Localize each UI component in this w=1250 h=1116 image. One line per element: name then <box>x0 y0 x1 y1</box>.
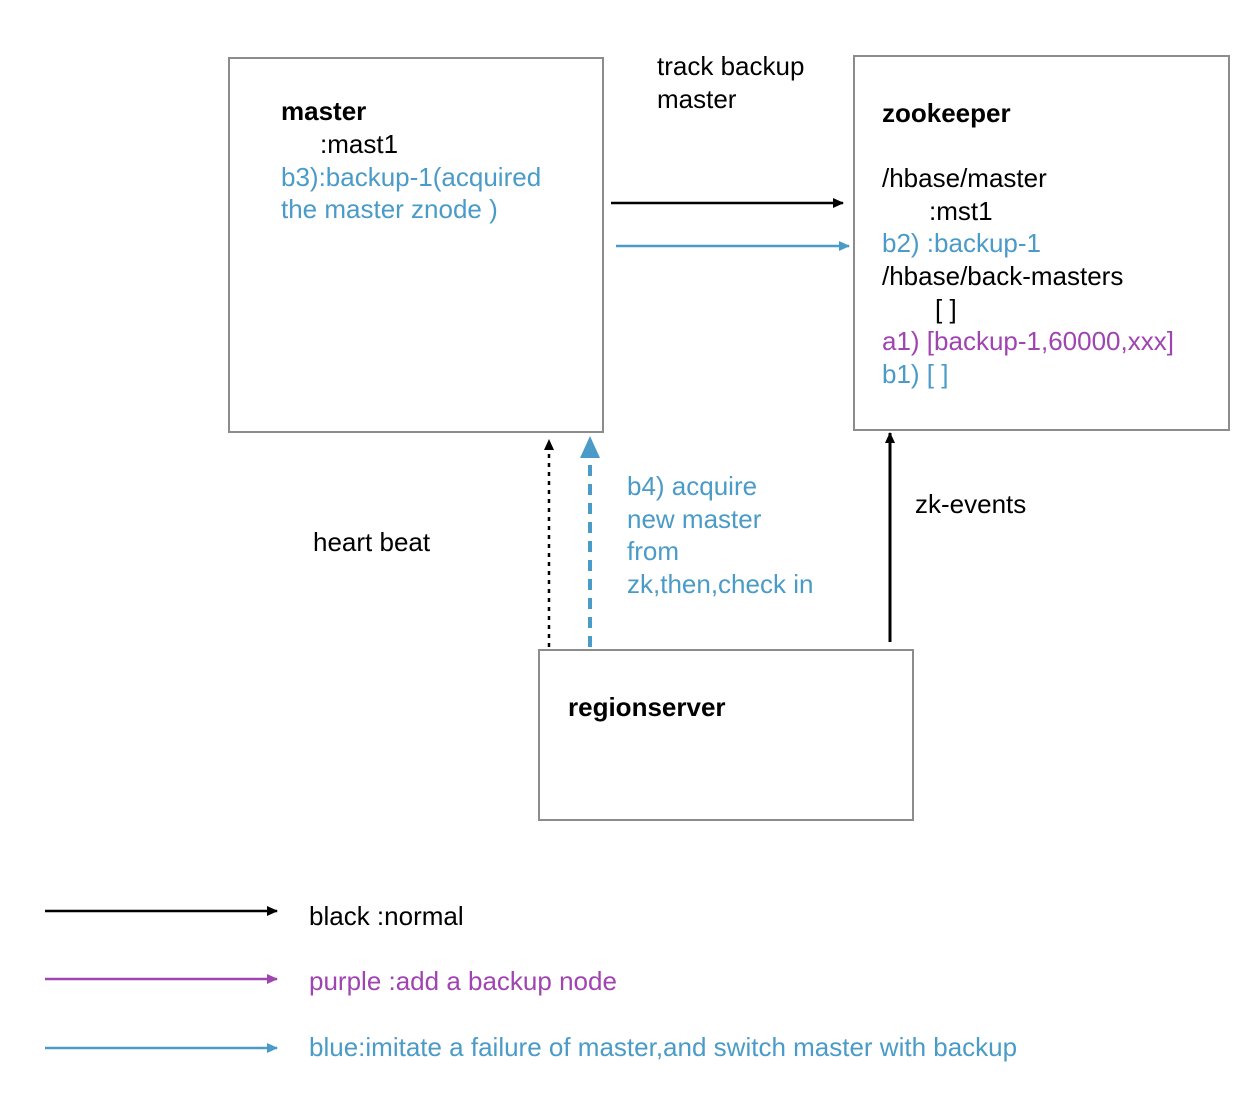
master-box <box>228 57 604 433</box>
master-title: master <box>281 96 367 126</box>
regionserver-title: regionserver <box>568 692 726 722</box>
b4-label-line1: b4) acquire <box>627 471 758 501</box>
zookeeper-path-backup-masters: /hbase/back-masters <box>882 261 1124 291</box>
master-b3-line1: b3):backup-1(acquired <box>281 162 542 192</box>
zookeeper-title: zookeeper <box>882 98 1011 128</box>
track-backup-label-line2: master <box>657 84 737 114</box>
zookeeper-a1-value: a1) [backup-1,60000,xxx] <box>882 326 1174 356</box>
b4-label-line2: new master <box>627 504 762 534</box>
zookeeper-mst1-value: :mst1 <box>929 196 993 226</box>
legend-blue-label: blue:imitate a failure of master,and swi… <box>309 1032 1018 1062</box>
legend-purple-label: purple :add a backup node <box>309 966 617 996</box>
legend-black-label: black :normal <box>309 901 464 931</box>
master-b3-line2: the master znode ) <box>281 194 498 224</box>
zookeeper-empty-list: [ ] <box>935 294 957 324</box>
b4-label-line3: from <box>627 536 679 566</box>
master-mast1-value: :mast1 <box>320 129 399 159</box>
zookeeper-b2-value: b2) :backup-1 <box>882 228 1041 258</box>
heart-beat-label: heart beat <box>313 527 431 557</box>
track-backup-label-line1: track backup <box>657 51 805 81</box>
zk-events-label: zk-events <box>915 489 1027 519</box>
zookeeper-box <box>853 55 1230 431</box>
zookeeper-path-master: /hbase/master <box>882 163 1047 193</box>
b4-label-line4: zk,then,check in <box>627 569 814 599</box>
regionserver-box <box>538 649 914 821</box>
zookeeper-b1-value: b1) [ ] <box>882 359 949 389</box>
